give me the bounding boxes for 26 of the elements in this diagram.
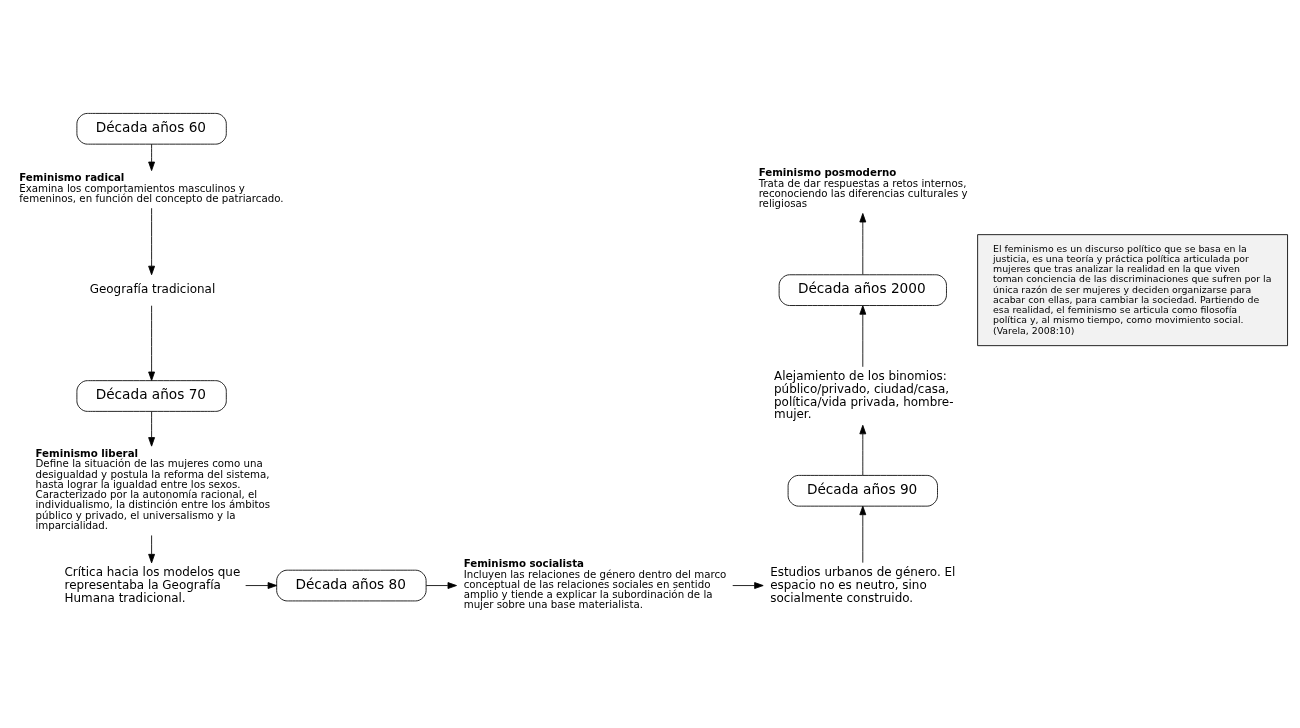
node-box: Década años 90: [787, 475, 938, 507]
node-box: Década años 70: [76, 380, 227, 412]
arrow: [425, 582, 457, 589]
node-text: Estudios urbanos de género. El espacio no es neutro, sino socialmente construido.: [770, 564, 956, 605]
arrow: [148, 411, 155, 447]
arrow: [859, 213, 867, 275]
arrow: [148, 143, 155, 171]
node-text: Feminismo posmoderno Trata de dar respuestas a retos internos, reconociendo las diferencias culturales y religiosas: [758, 166, 968, 209]
arrow: [859, 505, 867, 564]
arrow: [859, 424, 867, 476]
node-text: Alejamiento de los binomios: público/privado, ciudad/casa, política/vida privada, hombre-mujer.: [774, 368, 954, 422]
node-text: Feminismo socialista Incluyen las relaciones de género dentro del marco conceptual de las relaciones sociales en sentido amplio y tiende a explicar la subordinación de la mujer sobre una base materialista.: [463, 557, 727, 611]
node-box: Década años 2000: [778, 274, 947, 306]
arrow: [148, 305, 155, 381]
arrow: [732, 582, 764, 589]
node-text: Feminismo radical Examina los comportamientos masculinos y femeninos, en función del concepto de patriarcado.: [19, 171, 284, 204]
node-box: Década años 60: [76, 113, 227, 145]
node-box: Década años 80: [276, 569, 427, 602]
node-text: Geografía tradicional: [89, 282, 216, 297]
node-text: Feminismo liberal Define la situación de las mujeres como una desigualdad y postula la reforma del sistema, hasta lograr la igualdad entre los sexos. Caracterizado por la autonomía racional, el individualismo, la distinción entre los ámbitos público y privado, el universalismo y la imparcialidad.: [35, 447, 271, 531]
arrow: [859, 305, 867, 368]
arrow: [148, 535, 155, 564]
node-text: Crítica hacia los modelos que representaba la Geografía Humana tradicional.: [64, 564, 241, 605]
arrow: [245, 582, 278, 589]
arrow: [148, 207, 155, 276]
node-box: El feminismo es un discurso político que se basa en la justicia, es una teoría y práctica política articulada por mujeres que tras analizar la realidad en la que viven toman conciencia de las discriminaciones que sufren por la única razón de ser mujeres y deciden organizarse para acabar con ellas, para cambiar la sociedad. Partiendo de esa realidad, el feminismo se articula como filosofía política y, al mismo tiempo, como movimiento social. (Varela, 2008:10): [977, 234, 1288, 347]
